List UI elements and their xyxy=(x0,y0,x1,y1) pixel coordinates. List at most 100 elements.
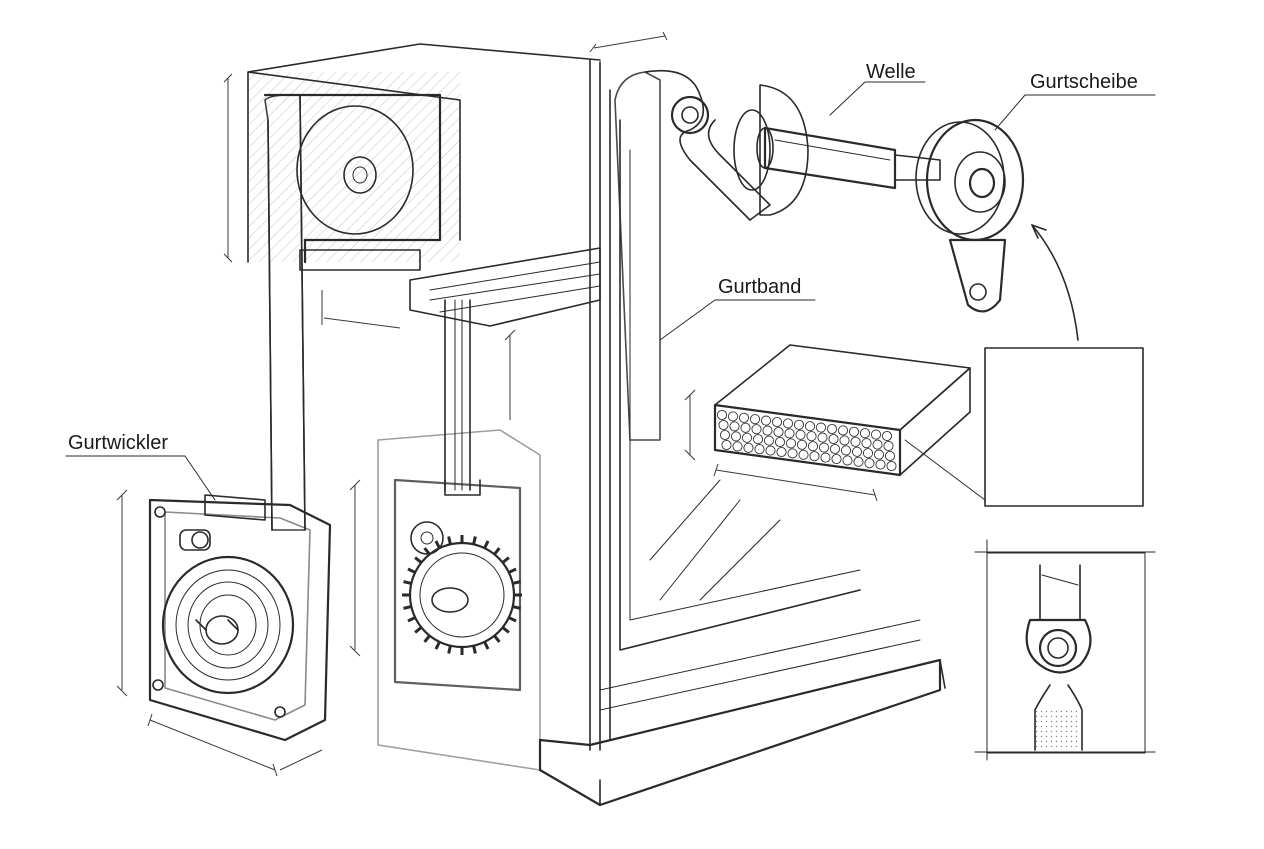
strap-fiber xyxy=(831,453,842,465)
strap-fiber xyxy=(804,421,816,432)
leader-lines xyxy=(65,81,1156,501)
strap-fiber xyxy=(886,460,897,472)
strap-fiber xyxy=(771,416,783,428)
gear-tooth xyxy=(407,616,416,623)
label-gurtscheibe: Gurtscheibe xyxy=(1030,71,1138,93)
strap-fiber xyxy=(727,411,739,422)
roller-box xyxy=(223,43,601,329)
gurtwickler-leader xyxy=(65,455,216,501)
wall-gear-box xyxy=(349,429,541,771)
strap-fiber xyxy=(829,443,841,455)
strap-fiber xyxy=(873,449,885,460)
strap-fiber xyxy=(875,459,886,470)
strap-fiber xyxy=(743,442,754,453)
window-frame xyxy=(538,31,946,807)
strap-fiber xyxy=(818,442,830,453)
gear-teeth xyxy=(402,535,522,655)
gear-tooth xyxy=(447,645,452,654)
strap-fiber xyxy=(859,428,871,439)
strap-fiber xyxy=(765,445,776,456)
label-gurtband: Gurtband xyxy=(718,276,801,298)
strap-fiber xyxy=(840,445,852,456)
gear-tooth xyxy=(403,580,412,585)
strap-fiber xyxy=(870,429,882,440)
strap-fiber xyxy=(817,432,828,443)
strap-fiber xyxy=(774,436,786,448)
strap-fiber xyxy=(826,423,838,435)
gear-tooth xyxy=(403,605,412,610)
gurtband-leader xyxy=(659,299,816,341)
strap-fiber xyxy=(850,436,861,447)
strap-cross-section xyxy=(684,344,971,502)
strap-fiber xyxy=(729,421,740,432)
strap-fiber xyxy=(820,452,831,463)
gear-tooth xyxy=(508,567,517,574)
strap-fiber xyxy=(719,429,731,441)
gear-tooth xyxy=(472,645,477,654)
right-strap xyxy=(614,69,771,441)
strap-fiber xyxy=(762,425,773,436)
strap-fiber xyxy=(730,431,742,442)
strap-fiber xyxy=(721,439,732,451)
strap-fiber xyxy=(787,448,798,459)
gear-tooth xyxy=(407,567,416,574)
strap-fiber xyxy=(798,449,809,460)
gear-tooth xyxy=(501,556,510,564)
label-gurtwickler: Gurtwickler xyxy=(68,432,168,454)
shaft-assembly xyxy=(733,84,1025,313)
strap-fiber xyxy=(839,435,850,446)
gurtwickler-housing xyxy=(116,489,332,777)
strap-fiber xyxy=(793,419,805,430)
strap-fiber xyxy=(864,458,875,469)
gear-tooth xyxy=(512,605,521,610)
welle-leader xyxy=(829,81,926,116)
strap-fiber xyxy=(828,433,839,445)
strap-fiber xyxy=(752,434,764,445)
gear-tooth xyxy=(414,556,423,564)
strap-fiber xyxy=(718,419,729,431)
strap-fiber xyxy=(749,414,761,425)
strap-fiber xyxy=(732,441,743,452)
strap-fiber xyxy=(862,448,874,459)
strap-fiber xyxy=(795,429,806,440)
strap-fiber xyxy=(776,446,787,458)
strap-fiber xyxy=(738,412,750,423)
gear-tooth xyxy=(472,536,477,545)
gear-tooth xyxy=(493,634,501,643)
strap-fiber xyxy=(773,426,784,438)
strap-fiber xyxy=(760,415,772,426)
strap-fiber xyxy=(806,431,817,442)
gear-tooth xyxy=(512,580,521,585)
strap-fiber xyxy=(837,425,849,436)
gear-tooth xyxy=(508,616,517,623)
gear-tooth xyxy=(501,626,510,634)
gear-tooth xyxy=(483,641,490,650)
strap-fiber xyxy=(884,450,896,462)
strap-fiber xyxy=(807,441,819,452)
gear-tooth xyxy=(423,634,431,643)
strap-fiber xyxy=(716,409,728,421)
strap-fiber xyxy=(740,422,751,433)
strap-fiber xyxy=(785,438,797,449)
strap-fiber xyxy=(796,439,808,450)
strap-fiber xyxy=(815,422,827,433)
strap-fiber xyxy=(784,428,795,439)
strap-fiber xyxy=(751,424,762,435)
strap-fiber xyxy=(851,446,863,457)
strap-fiber xyxy=(809,451,820,462)
strap-fiber xyxy=(872,439,883,450)
strap-fiber xyxy=(881,430,893,442)
strap-fiber xyxy=(763,435,775,446)
strap-fiber xyxy=(741,432,753,443)
strap-fiber xyxy=(782,418,794,429)
strap-fiber xyxy=(853,456,864,467)
gear-tooth xyxy=(434,540,441,549)
gear-tooth xyxy=(414,626,423,634)
strap-fibers xyxy=(716,409,897,472)
strap-fiber xyxy=(848,426,860,437)
gear-tooth xyxy=(483,540,490,549)
gear-tooth xyxy=(493,547,501,556)
strap-fiber xyxy=(861,438,872,449)
